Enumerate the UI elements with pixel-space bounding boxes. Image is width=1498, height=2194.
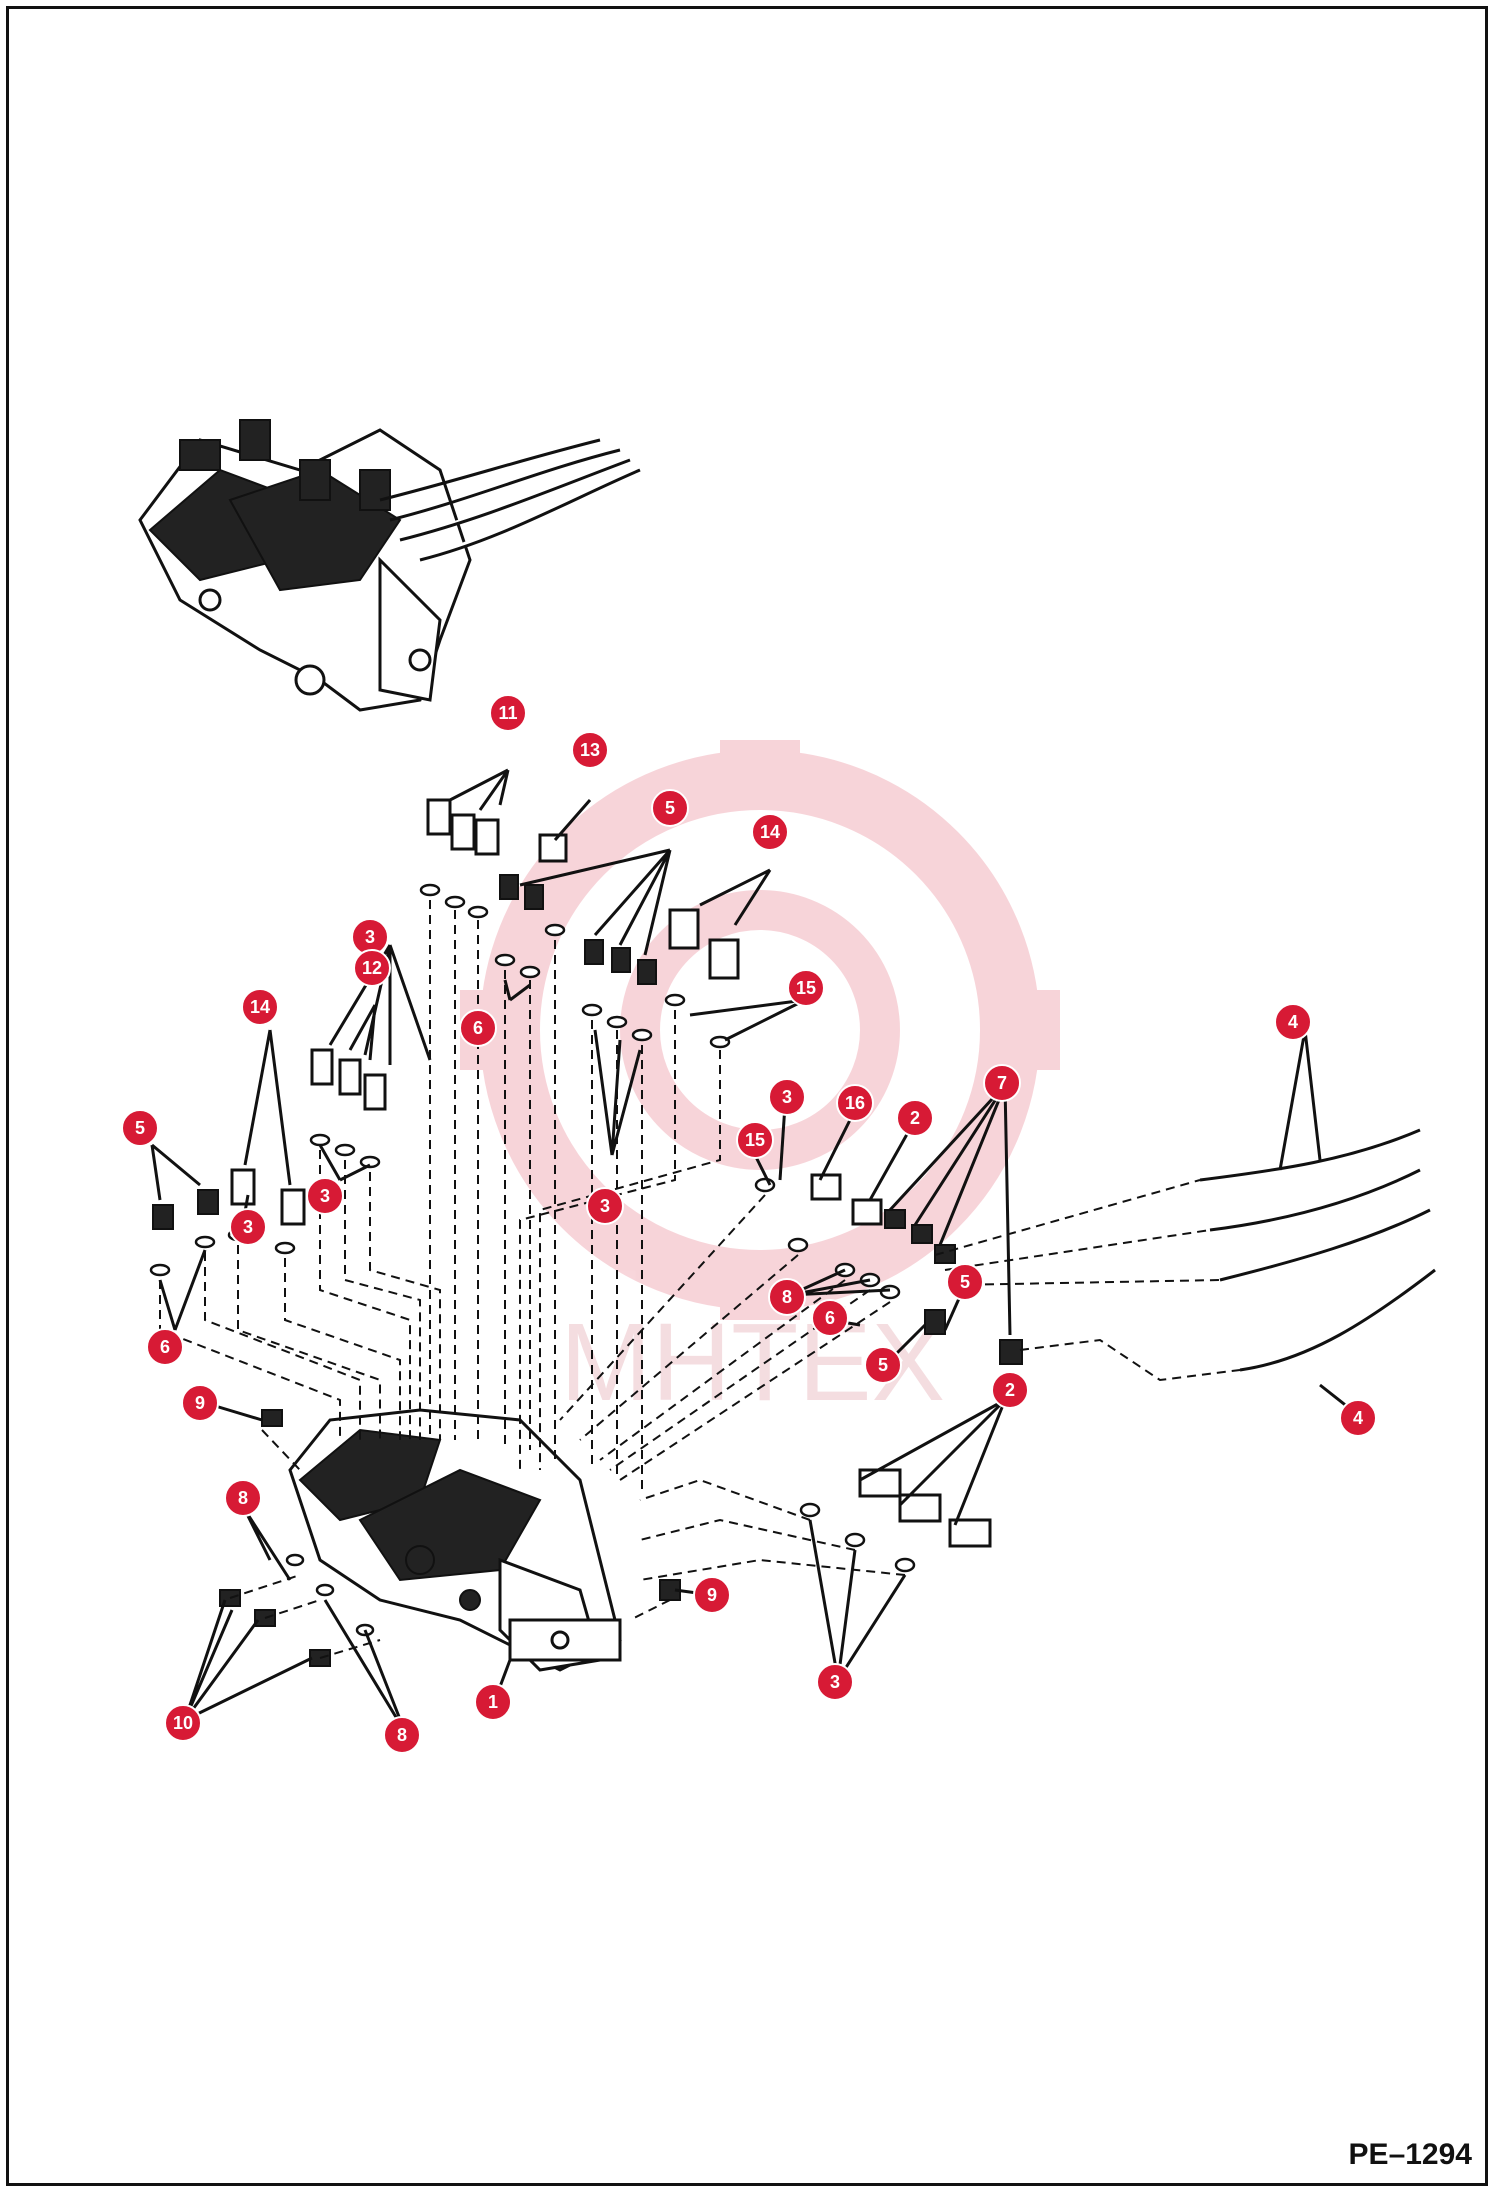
callout-3-left-b: 3 [306,1177,344,1215]
callout-8-bottom-label: 8 [397,1725,407,1745]
callout-10: 10 [164,1704,202,1742]
callout-6-label: 6 [473,1018,483,1038]
callout-3-bottom: 3 [816,1663,854,1701]
callout-6-left-label: 6 [160,1337,170,1357]
callout-15: 15 [787,969,825,1007]
callout-5-far-right-label: 5 [960,1272,970,1292]
callout-14-left: 14 [241,988,279,1026]
callout-3-bottom-label: 3 [830,1672,840,1692]
callout-6-right: 6 [811,1299,849,1337]
callout-9-right: 9 [693,1576,731,1614]
figure-frame [6,6,1488,2186]
callout-12-label: 12 [362,958,382,978]
hose-assembly-group [1199,1128,1436,1372]
callout-11: 11 [489,694,527,732]
callout-3-upper-right: 3 [768,1078,806,1116]
callout-8-left-label: 8 [238,1488,248,1508]
callout-8-left: 8 [224,1479,262,1517]
callout-5-right: 5 [864,1346,902,1384]
callout-1: 1 [474,1683,512,1721]
callout-14: 14 [751,813,789,851]
watermark-gear-icon [460,740,1060,1320]
callout-5-label: 5 [665,798,675,818]
callout-3-left-b-label: 3 [320,1186,330,1206]
callout-6-left: 6 [146,1328,184,1366]
assembly-lines-group [159,900,1241,1659]
callout-7: 7 [983,1064,1021,1102]
callout-3-upper-right-label: 3 [782,1087,792,1107]
callout-6-right-label: 6 [825,1308,835,1328]
callout-5-far-right: 5 [946,1263,984,1301]
callout-12: 12 [353,949,391,987]
callout-9-left-label: 9 [195,1393,205,1413]
callout-3-center: 3 [586,1187,624,1225]
callout-3-left-a-label: 3 [243,1217,253,1237]
callout-2-top-label: 2 [910,1108,920,1128]
callout-9-left: 9 [181,1384,219,1422]
callout-5-left: 5 [121,1109,159,1147]
assembled-valve-preview [138,419,641,712]
callout-5-left-label: 5 [135,1118,145,1138]
callout-5-right-label: 5 [878,1355,888,1375]
callout-9-right-label: 9 [707,1585,717,1605]
callout-11-label: 11 [498,703,517,723]
callout-3-label: 3 [365,927,375,947]
callout-15-label: 15 [796,978,816,998]
callout-10-label: 10 [173,1713,193,1733]
callout-2-top: 2 [896,1099,934,1137]
callout-5: 5 [651,789,689,827]
callout-4-top-label: 4 [1288,1012,1298,1032]
callout-4-bottom-label: 4 [1353,1408,1363,1428]
leader-lines-group [150,768,1359,1733]
callout-3: 3 [351,918,389,956]
callout-2-lower-label: 2 [1005,1380,1015,1400]
callout-2-lower: 2 [991,1371,1029,1409]
callout-7-label: 7 [997,1073,1007,1093]
main-control-valve [288,1408,622,1672]
callout-3-center-label: 3 [600,1196,610,1216]
o-rings-group [149,883,916,1637]
callout-16-label: 16 [845,1093,865,1113]
callout-8-right-label: 8 [782,1287,792,1307]
callout-15-lower-label: 15 [745,1130,765,1150]
callout-13-label: 13 [580,740,600,760]
callout-14-label: 14 [760,822,780,842]
callout-15-lower: 15 [736,1121,774,1159]
callout-14-left-label: 14 [250,997,270,1017]
callout-13: 13 [571,731,609,769]
callout-3-left-a: 3 [229,1208,267,1246]
figure-reference-code: PE–1294 [1348,2138,1472,2171]
callout-4-top: 4 [1274,1003,1312,1041]
callout-4-bottom: 4 [1339,1399,1377,1437]
callout-8-right: 8 [768,1278,806,1316]
callout-1-label: 1 [488,1692,498,1712]
callout-16: 16 [836,1084,874,1122]
callout-8-bottom: 8 [383,1716,421,1754]
callout-6: 6 [459,1009,497,1047]
